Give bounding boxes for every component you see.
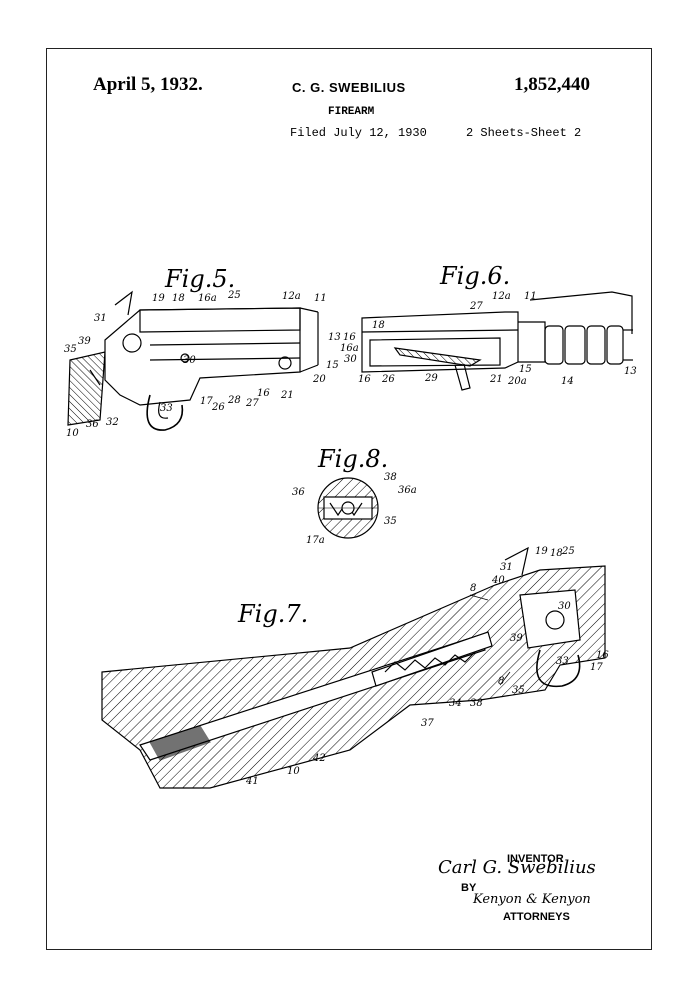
ref-label: 16a [198,293,217,304]
ref-label: 25 [228,290,241,301]
fig8-caption: Fig.8. [318,445,389,473]
ref-label: 26 [212,402,225,413]
ref-label: 18 [550,548,563,559]
ref-label: 35 [64,344,77,355]
attorneys-label: ATTORNEYS [503,911,570,923]
ref-label: 16a [340,343,359,354]
ref-label: 30 [344,354,357,365]
ref-label: 21 [281,390,294,401]
ref-label: 25 [562,546,575,557]
ref-label: 16 [596,650,609,661]
ref-label: 21 [490,374,503,385]
ref-label: 10 [287,766,300,777]
ref-label: 11 [524,291,537,302]
ref-label: 12a [282,291,301,302]
ref-label: 34 [449,698,462,709]
ref-label: 11 [314,293,327,304]
fig5-drawing [67,290,319,431]
ref-label: 31 [500,562,513,573]
ref-label: 31 [94,313,107,324]
ref-label: 14 [561,376,574,387]
ref-label: 39 [78,336,91,347]
ref-label: 19 [535,546,548,557]
fig7-caption: Fig.7. [238,600,309,628]
fig8-drawing [317,477,379,539]
ref-label: 16 [343,332,356,343]
ref-label: 18 [372,320,385,331]
ref-label: 20 [313,374,326,385]
ref-label: 30 [183,355,196,366]
ref-label: 27 [470,301,483,312]
ref-label: 33 [160,403,173,414]
ref-label: 39 [510,633,523,644]
ref-label: 15 [519,364,532,375]
ref-label: 32 [106,417,119,428]
fig6-drawing [361,291,633,391]
ref-label: 17a [306,535,325,546]
ref-label: 16 [358,374,371,385]
ref-label: 28 [228,395,241,406]
drawing-border [46,48,652,950]
ref-label: 35 [512,685,525,696]
ref-label: 40 [492,575,505,586]
ref-label: 17 [590,662,603,673]
ref-label: 42 [313,753,326,764]
ref-label: 29 [425,373,438,384]
ref-label: 13 [624,366,637,377]
ref-label: 37 [421,718,434,729]
ref-label: 38 [470,698,483,709]
patent-number: 1,852,440 [514,74,590,95]
patent-date: April 5, 1932. [93,74,203,95]
ref-label: 26 [382,374,395,385]
ref-label: 30 [558,601,571,612]
fig6-caption: Fig.6. [440,262,511,290]
ref-label: 27 [246,398,259,409]
patent-title: FIREARM [328,106,375,118]
filed-date: Filed July 12, 1930 [290,126,427,140]
ref-label: 36 [86,419,99,430]
ref-label: 13 [328,332,341,343]
ref-label: 19 [152,293,165,304]
ref-label: 20a [508,376,527,387]
ref-label: 8 [498,676,505,687]
ref-label: 36 [292,487,305,498]
attorney-signature: Kenyon & Kenyon [473,892,591,907]
ref-label: 16 [257,388,270,399]
ref-label: 33 [556,656,569,667]
sheet-number: 2 Sheets-Sheet 2 [466,126,582,140]
fig5-caption: Fig.5. [165,265,236,293]
ref-label: 10 [66,428,79,439]
ref-label: 8 [470,583,477,594]
inventor-signature: Carl G. Swebilius [438,857,596,878]
ref-label: 36a [398,485,417,496]
inventor-label: INVENTOR [507,853,564,865]
ref-label: 18 [172,293,185,304]
ref-label: 17 [200,396,213,407]
ref-label: 15 [326,360,339,371]
ref-label: 41 [246,776,259,787]
by-label: BY [461,882,477,894]
ref-label: 12a [492,291,511,302]
inventor-name: C. G. SWEBILIUS [292,80,406,95]
ref-label: 35 [384,516,397,527]
fig7-drawing [101,546,606,789]
ref-label: 38 [384,472,397,483]
